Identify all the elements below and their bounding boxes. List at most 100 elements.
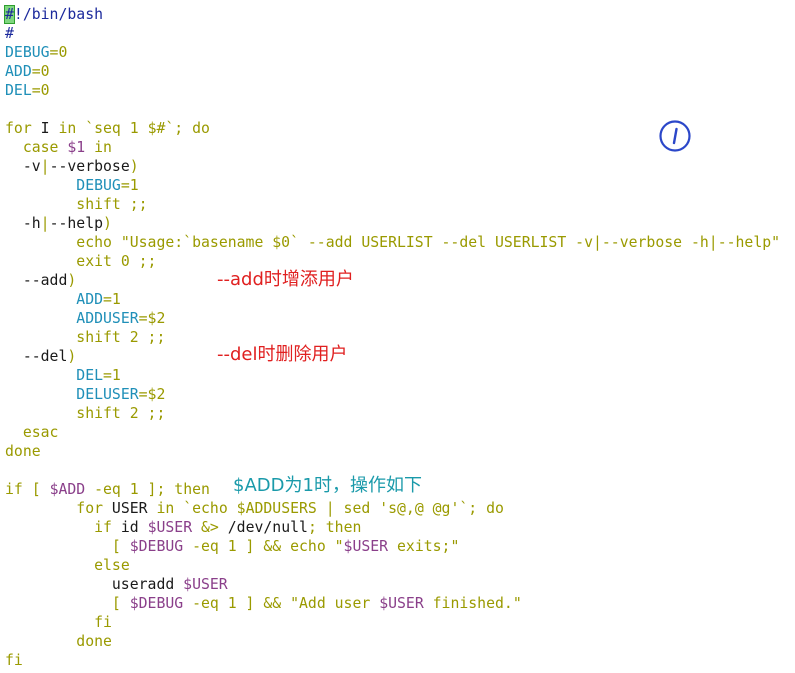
code-token: esac [22, 424, 59, 441]
code-token: DEBUG [76, 177, 121, 194]
code-token: ) [129, 158, 139, 175]
code-line: [ $DEBUG -eq 1 ] && echo "$USER exits;" [5, 537, 459, 556]
code-token: then [325, 519, 362, 536]
code-token: `echo $ADDUSERS | sed 's@,@ @g'`; [174, 500, 487, 517]
code-token: DEL [76, 367, 104, 384]
annotation-add-eq: $ADD为1时，操作如下 [233, 475, 422, 497]
annotation-add-prefix: --add [217, 269, 264, 290]
code-token [5, 234, 76, 251]
code-line: -h|--help) [5, 214, 112, 233]
code-token: do [486, 500, 504, 517]
code-token: =1 [103, 367, 121, 384]
code-token: then [174, 481, 210, 498]
code-token: [ [22, 481, 50, 498]
code-token: exit 0 ;; [76, 253, 157, 270]
code-line: shift 2 ;; [5, 404, 165, 423]
code-token: DEBUG [5, 44, 50, 61]
code-token: ADD [5, 63, 32, 80]
code-token [5, 139, 23, 156]
code-token [5, 538, 112, 555]
code-token: $USER [379, 595, 424, 612]
code-token: finished." [423, 595, 522, 612]
code-line: echo "Usage:`basename $0` --add USERLIST… [5, 233, 780, 252]
code-token: done [76, 633, 112, 650]
code-line: case $1 in [5, 138, 112, 157]
code-line: useradd $USER [5, 575, 228, 594]
code-line: exit 0 ;; [5, 252, 156, 271]
code-token: shift 2 ;; [76, 405, 166, 422]
code-token: =$2 [138, 386, 166, 403]
code-token: if [94, 519, 112, 536]
code-token: do [192, 120, 210, 137]
code-line: fi [5, 613, 112, 632]
code-token: /dev/null [227, 519, 308, 536]
code-token [5, 177, 76, 194]
code-token: =1 [103, 291, 121, 308]
code-line: done [5, 442, 41, 461]
code-token: shift ;; [76, 196, 148, 213]
code-token: | [40, 215, 50, 232]
code-token: USER [103, 500, 157, 517]
code-token: --del [5, 348, 68, 365]
code-token: if [5, 481, 23, 498]
code-token: case [22, 139, 59, 156]
code-token [5, 310, 76, 327]
code-token: shift 2 ;; [76, 329, 166, 346]
code-token: else [94, 557, 130, 574]
code-line: ADDUSER=$2 [5, 309, 165, 328]
code-token [5, 614, 94, 631]
code-token: DEL [5, 82, 32, 99]
annotation-add-eq-prefix: $ADD [233, 475, 285, 496]
code-token: [ [111, 538, 130, 555]
code-token [5, 557, 94, 574]
code-token: $USER [147, 519, 193, 536]
code-token: ADDUSER [76, 310, 139, 327]
text-cursor: # [4, 5, 15, 24]
code-token [5, 253, 76, 270]
code-token [5, 595, 112, 612]
code-token [5, 329, 76, 346]
code-token: I [31, 120, 59, 137]
code-token [5, 386, 76, 403]
code-token: &> [192, 519, 228, 536]
code-token: for [5, 120, 32, 137]
code-token: # [5, 25, 14, 42]
code-line: ADD=0 [5, 62, 50, 81]
code-token [5, 519, 94, 536]
code-token: $USER [343, 538, 389, 555]
code-token: $USER [183, 576, 228, 593]
code-token: useradd [5, 576, 184, 593]
code-token: ; [307, 519, 326, 536]
code-token: fi [5, 652, 23, 669]
code-line: ADD=1 [5, 290, 121, 309]
code-token: $DEBUG [129, 538, 184, 555]
code-token: -h [5, 215, 41, 232]
code-line: shift 2 ;; [5, 328, 165, 347]
code-token: $DEBUG [129, 595, 184, 612]
code-token: =$2 [138, 310, 166, 327]
code-token: in [156, 500, 175, 517]
code-token: -eq 1 ] && echo " [183, 538, 344, 555]
code-line: DEL=1 [5, 366, 121, 385]
code-token: done [5, 443, 41, 460]
code-line: DEL=0 [5, 81, 50, 100]
code-token [5, 196, 76, 213]
annotation-del-prefix: --del [217, 344, 258, 365]
code-token: --verbose [49, 158, 130, 175]
code-token: =1 [120, 177, 139, 194]
code-token: -v [5, 158, 41, 175]
code-token: | [40, 158, 50, 175]
circled-one-icon [659, 120, 691, 152]
code-token: $1 [58, 139, 95, 156]
code-token [5, 405, 76, 422]
code-line: [ $DEBUG -eq 1 ] && "Add user $USER fini… [5, 594, 522, 613]
annotation-del: --del时删除用户 [217, 344, 348, 366]
code-line: DEBUG=0 [5, 43, 67, 62]
code-token [5, 367, 76, 384]
annotation-del-suffix: 时删除用户 [257, 344, 348, 365]
code-token: -eq 1 ] && "Add user [183, 595, 380, 612]
code-token: id [111, 519, 148, 536]
code-token: $ADD [49, 481, 86, 498]
code-line: #!/bin/bash [4, 5, 103, 24]
